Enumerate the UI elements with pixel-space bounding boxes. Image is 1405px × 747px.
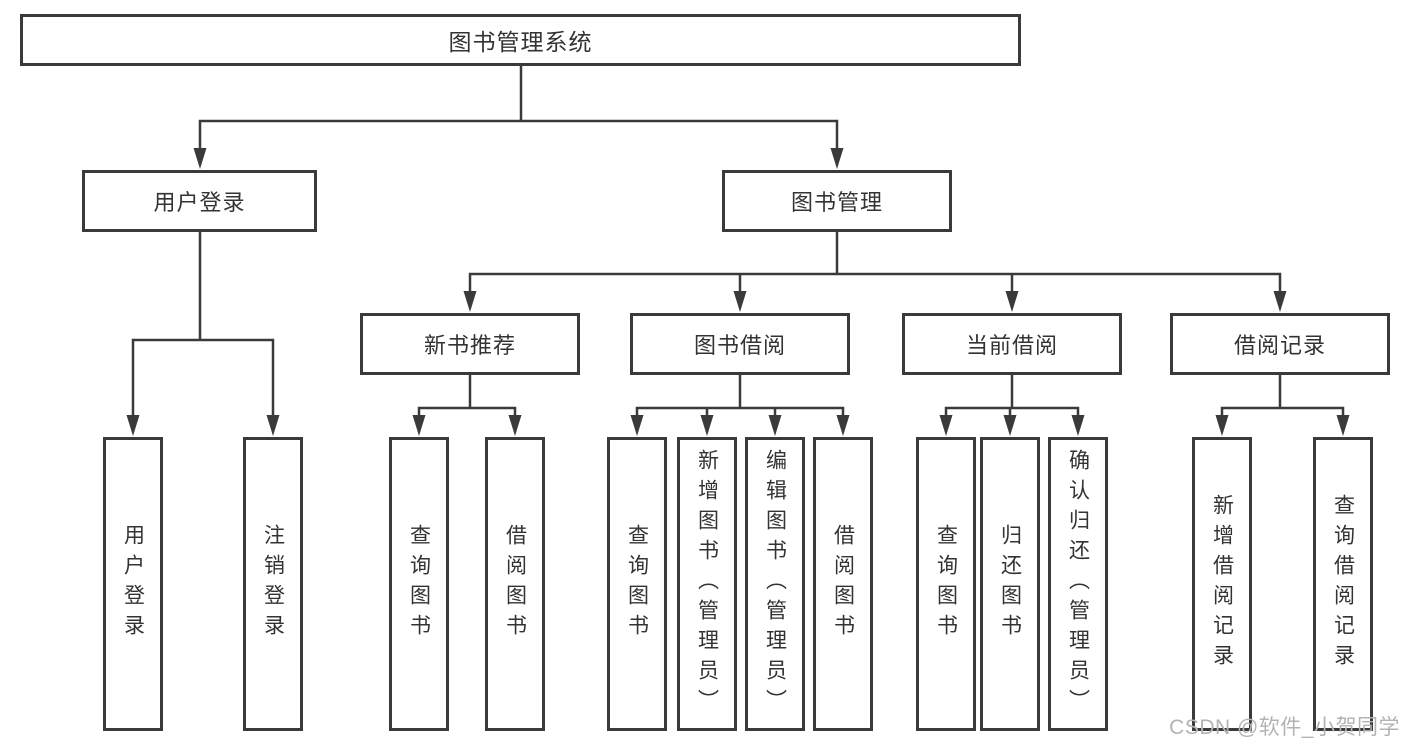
- leaf-logout-label: 注销登录: [261, 524, 285, 644]
- leaf-borrow-books-recommend-label: 借阅图书: [503, 524, 527, 644]
- leaf-edit-book-admin: 编辑图书（管理员）: [745, 437, 805, 731]
- leaf-edit-book-admin-label: 编辑图书（管理员）: [763, 449, 787, 719]
- leaf-add-book-admin-label: 新增图书（管理员）: [695, 449, 719, 719]
- leaf-return-book-label: 归还图书: [998, 524, 1022, 644]
- leaf-user-login: 用户登录: [103, 437, 163, 731]
- node-book-borrow: 图书借阅: [630, 313, 850, 375]
- leaf-confirm-return-admin: 确认归还（管理员）: [1048, 437, 1108, 731]
- node-borrow-records-label: 借阅记录: [1233, 333, 1326, 358]
- leaf-query-books-recommend: 查询图书: [389, 437, 449, 731]
- node-user-login-label: 用户登录: [153, 190, 246, 215]
- leaf-query-borrow-record-label: 查询借阅记录: [1331, 494, 1355, 674]
- node-new-book-recommend-label: 新书推荐: [423, 333, 516, 358]
- watermark: CSDN @软件_小贺同学: [1169, 716, 1400, 739]
- node-current-borrow-label: 当前借阅: [965, 333, 1058, 358]
- leaf-user-login-label: 用户登录: [121, 524, 145, 644]
- leaf-query-borrow-record: 查询借阅记录: [1313, 437, 1373, 731]
- node-current-borrow: 当前借阅: [902, 313, 1122, 375]
- leaf-return-book: 归还图书: [980, 437, 1040, 731]
- leaf-logout: 注销登录: [243, 437, 303, 731]
- node-book-management-label: 图书管理: [790, 190, 883, 215]
- node-user-login: 用户登录: [82, 170, 317, 232]
- leaf-query-books-current: 查询图书: [916, 437, 976, 731]
- node-book-borrow-label: 图书借阅: [693, 333, 786, 358]
- leaf-add-book-admin: 新增图书（管理员）: [677, 437, 737, 731]
- leaf-add-borrow-record: 新增借阅记录: [1192, 437, 1252, 731]
- leaf-query-books-borrow: 查询图书: [607, 437, 667, 731]
- node-borrow-records: 借阅记录: [1170, 313, 1390, 375]
- leaf-borrow-books-recommend: 借阅图书: [485, 437, 545, 731]
- leaf-query-books-borrow-label: 查询图书: [625, 524, 649, 644]
- leaf-borrow-books: 借阅图书: [813, 437, 873, 731]
- node-library-system-label: 图书管理系统: [448, 29, 593, 55]
- node-library-system: 图书管理系统: [20, 14, 1021, 66]
- leaf-query-books-recommend-label: 查询图书: [407, 524, 431, 644]
- node-new-book-recommend: 新书推荐: [360, 313, 580, 375]
- leaf-borrow-books-label: 借阅图书: [831, 524, 855, 644]
- leaf-query-books-current-label: 查询图书: [934, 524, 958, 644]
- leaf-confirm-return-admin-label: 确认归还（管理员）: [1066, 449, 1090, 719]
- leaf-add-borrow-record-label: 新增借阅记录: [1210, 494, 1234, 674]
- node-book-management: 图书管理: [722, 170, 952, 232]
